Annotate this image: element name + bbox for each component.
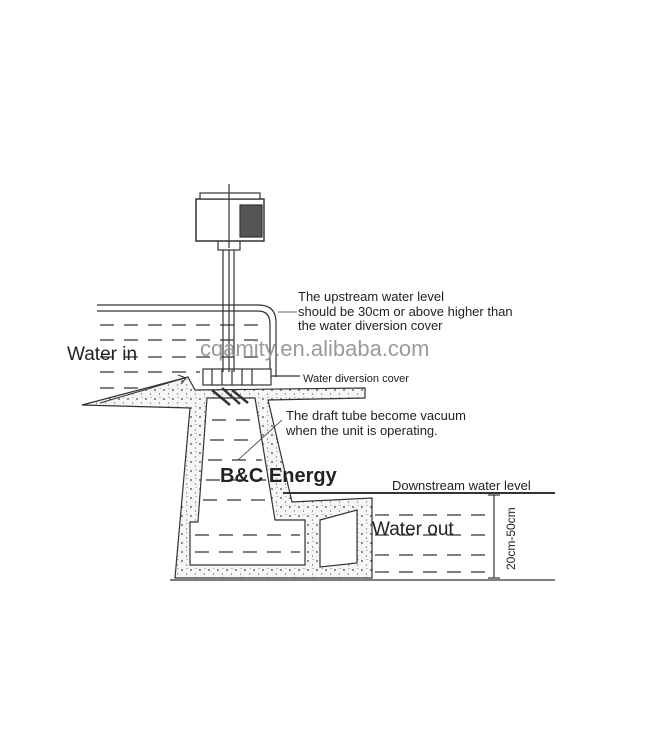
outlet-opening — [319, 509, 358, 568]
draft-tube-note-line-2: when the unit is operating. — [285, 423, 438, 438]
downstream-level-label: Downstream water level — [392, 478, 531, 493]
inflow-arrow — [99, 374, 187, 404]
brand-logo: B&C Energy — [220, 465, 338, 487]
draft-tube-note-line-1: The draft tube become vacuum — [286, 408, 466, 423]
height-dimension — [488, 494, 500, 579]
water-diversion-cover — [202, 368, 300, 386]
draft-tube-leader — [237, 419, 283, 461]
water-out-label: Water out — [372, 519, 454, 540]
upstream-note-line-3: the water diversion cover — [298, 318, 443, 333]
turbine-runner — [211, 387, 249, 406]
water-in-label: Water in — [67, 344, 137, 365]
tube-water — [195, 419, 490, 573]
upstream-note-line-1: The upstream water level — [298, 289, 444, 304]
generator — [195, 184, 265, 248]
upstream-water — [97, 304, 277, 389]
height-range-label: 20cm-50cm — [504, 507, 518, 570]
diversion-cover-label: Water diversion cover — [303, 373, 409, 385]
watermark: cqamity.en.alibaba.com — [200, 336, 430, 361]
upstream-note-line-2: should be 30cm or above higher than — [298, 304, 513, 319]
